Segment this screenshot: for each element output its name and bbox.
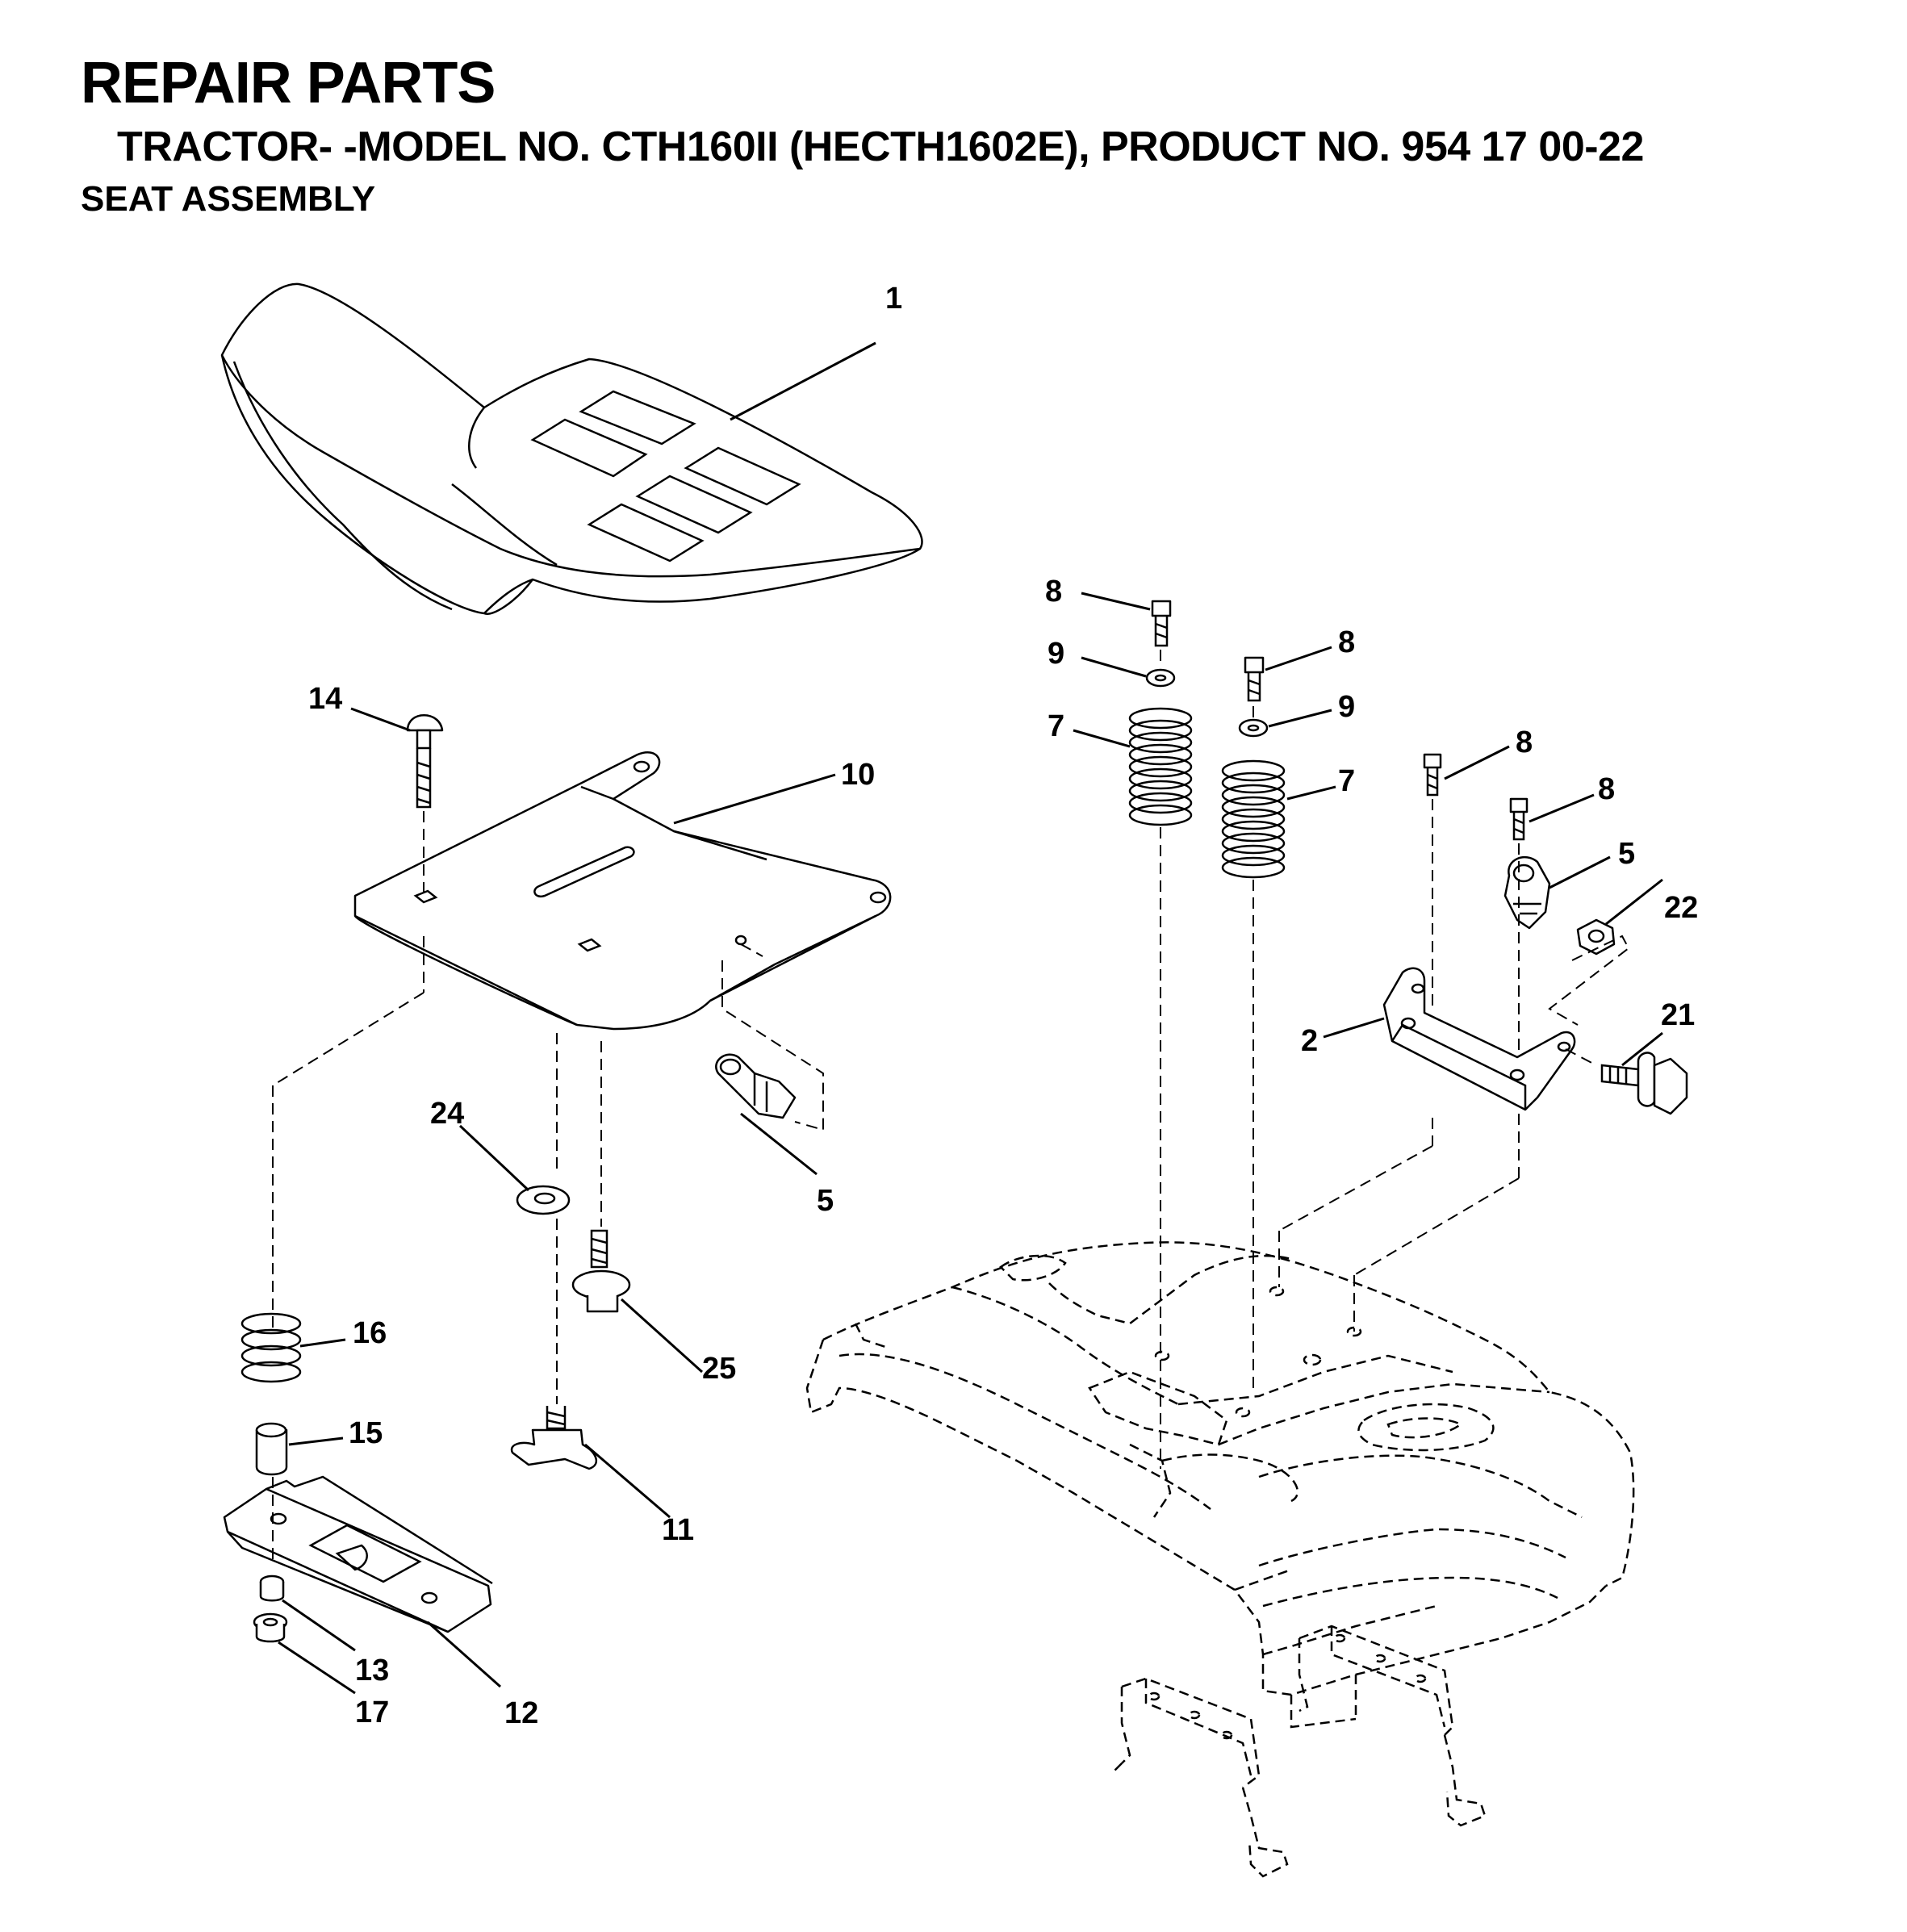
callout-5-left: 5	[817, 1184, 834, 1218]
leader-16	[299, 1338, 346, 1348]
part-washer-24	[516, 1185, 571, 1215]
part-nut-17	[253, 1612, 288, 1643]
callout-16: 16	[353, 1316, 387, 1350]
callout-8b: 8	[1338, 625, 1355, 659]
callout-21: 21	[1661, 998, 1695, 1032]
model-subtitle: TRACTOR- -MODEL NO. CTH160II (HECTH1602E…	[117, 123, 1644, 170]
leader-5-right	[1549, 855, 1611, 889]
part-bolt-8b	[1244, 656, 1265, 702]
callout-24: 24	[430, 1097, 464, 1131]
leader-25	[620, 1298, 704, 1374]
callout-13: 13	[355, 1654, 389, 1687]
callout-17: 17	[355, 1696, 389, 1729]
part-bolt-8c	[1423, 753, 1442, 797]
leader-24	[458, 1124, 530, 1192]
leader-14	[350, 707, 411, 732]
callout-9a: 9	[1048, 637, 1064, 671]
callout-1: 1	[885, 282, 902, 316]
part-nut-22	[1576, 918, 1616, 956]
leader-13	[282, 1599, 356, 1652]
frame-mounts-outline	[1113, 1625, 1487, 1878]
part-washer-9b	[1238, 718, 1269, 738]
part-carriage-bolt	[406, 714, 444, 809]
callout-11: 11	[662, 1513, 694, 1547]
callout-14: 14	[308, 682, 342, 716]
leader-11	[584, 1443, 671, 1519]
leader-21	[1621, 1031, 1663, 1067]
callout-8c: 8	[1516, 726, 1533, 759]
leader-8d	[1529, 793, 1595, 823]
leader-15	[288, 1436, 344, 1446]
page-title: REPAIR PARTS	[81, 51, 496, 115]
leader-5-left	[740, 1112, 818, 1176]
part-slide-bracket	[223, 1475, 493, 1633]
part-bolt-13	[259, 1574, 285, 1602]
leader-8b	[1265, 646, 1332, 671]
leader-9b	[1268, 709, 1332, 728]
part-spring-7a	[1128, 707, 1193, 826]
leader-8c	[1444, 745, 1510, 780]
callout-2: 2	[1301, 1024, 1318, 1058]
callout-5-right: 5	[1618, 837, 1635, 871]
part-seat	[220, 282, 923, 615]
leader-1	[730, 341, 876, 421]
part-clip-left	[715, 1053, 797, 1119]
leader-9a	[1081, 656, 1147, 678]
callout-8d: 8	[1598, 772, 1615, 806]
callout-7a: 7	[1048, 709, 1064, 743]
leader-7a	[1073, 729, 1131, 748]
part-knob-11	[510, 1406, 598, 1470]
part-bolt-8a	[1151, 600, 1172, 647]
leader-8a	[1081, 592, 1151, 611]
part-bracket-2	[1382, 967, 1576, 1111]
leader-22	[1605, 878, 1663, 926]
part-seat-pan	[353, 751, 892, 1031]
tractor-fender-outline	[805, 1241, 1635, 1729]
callout-9b: 9	[1338, 690, 1355, 724]
callout-12: 12	[504, 1696, 538, 1730]
callout-10: 10	[841, 758, 875, 792]
part-clip-right	[1503, 855, 1551, 930]
part-bolt-8d	[1509, 797, 1529, 841]
part-shoulder-bolt	[571, 1229, 631, 1313]
callout-25: 25	[702, 1352, 736, 1386]
part-bolt-21	[1600, 1052, 1688, 1115]
leader-12	[427, 1620, 501, 1688]
part-spring-16	[240, 1312, 302, 1383]
part-spacer-15	[255, 1422, 288, 1476]
callout-7b: 7	[1338, 764, 1355, 798]
part-washer-9a	[1145, 668, 1176, 688]
callout-8a: 8	[1045, 575, 1062, 608]
section-title: SEAT ASSEMBLY	[81, 179, 376, 219]
leader-17	[278, 1641, 356, 1695]
leader-7b	[1286, 785, 1336, 801]
callout-22: 22	[1664, 891, 1698, 925]
leader-2	[1323, 1017, 1385, 1039]
leader-10	[673, 773, 836, 825]
callout-15: 15	[349, 1416, 383, 1450]
part-spring-7b	[1221, 759, 1286, 879]
